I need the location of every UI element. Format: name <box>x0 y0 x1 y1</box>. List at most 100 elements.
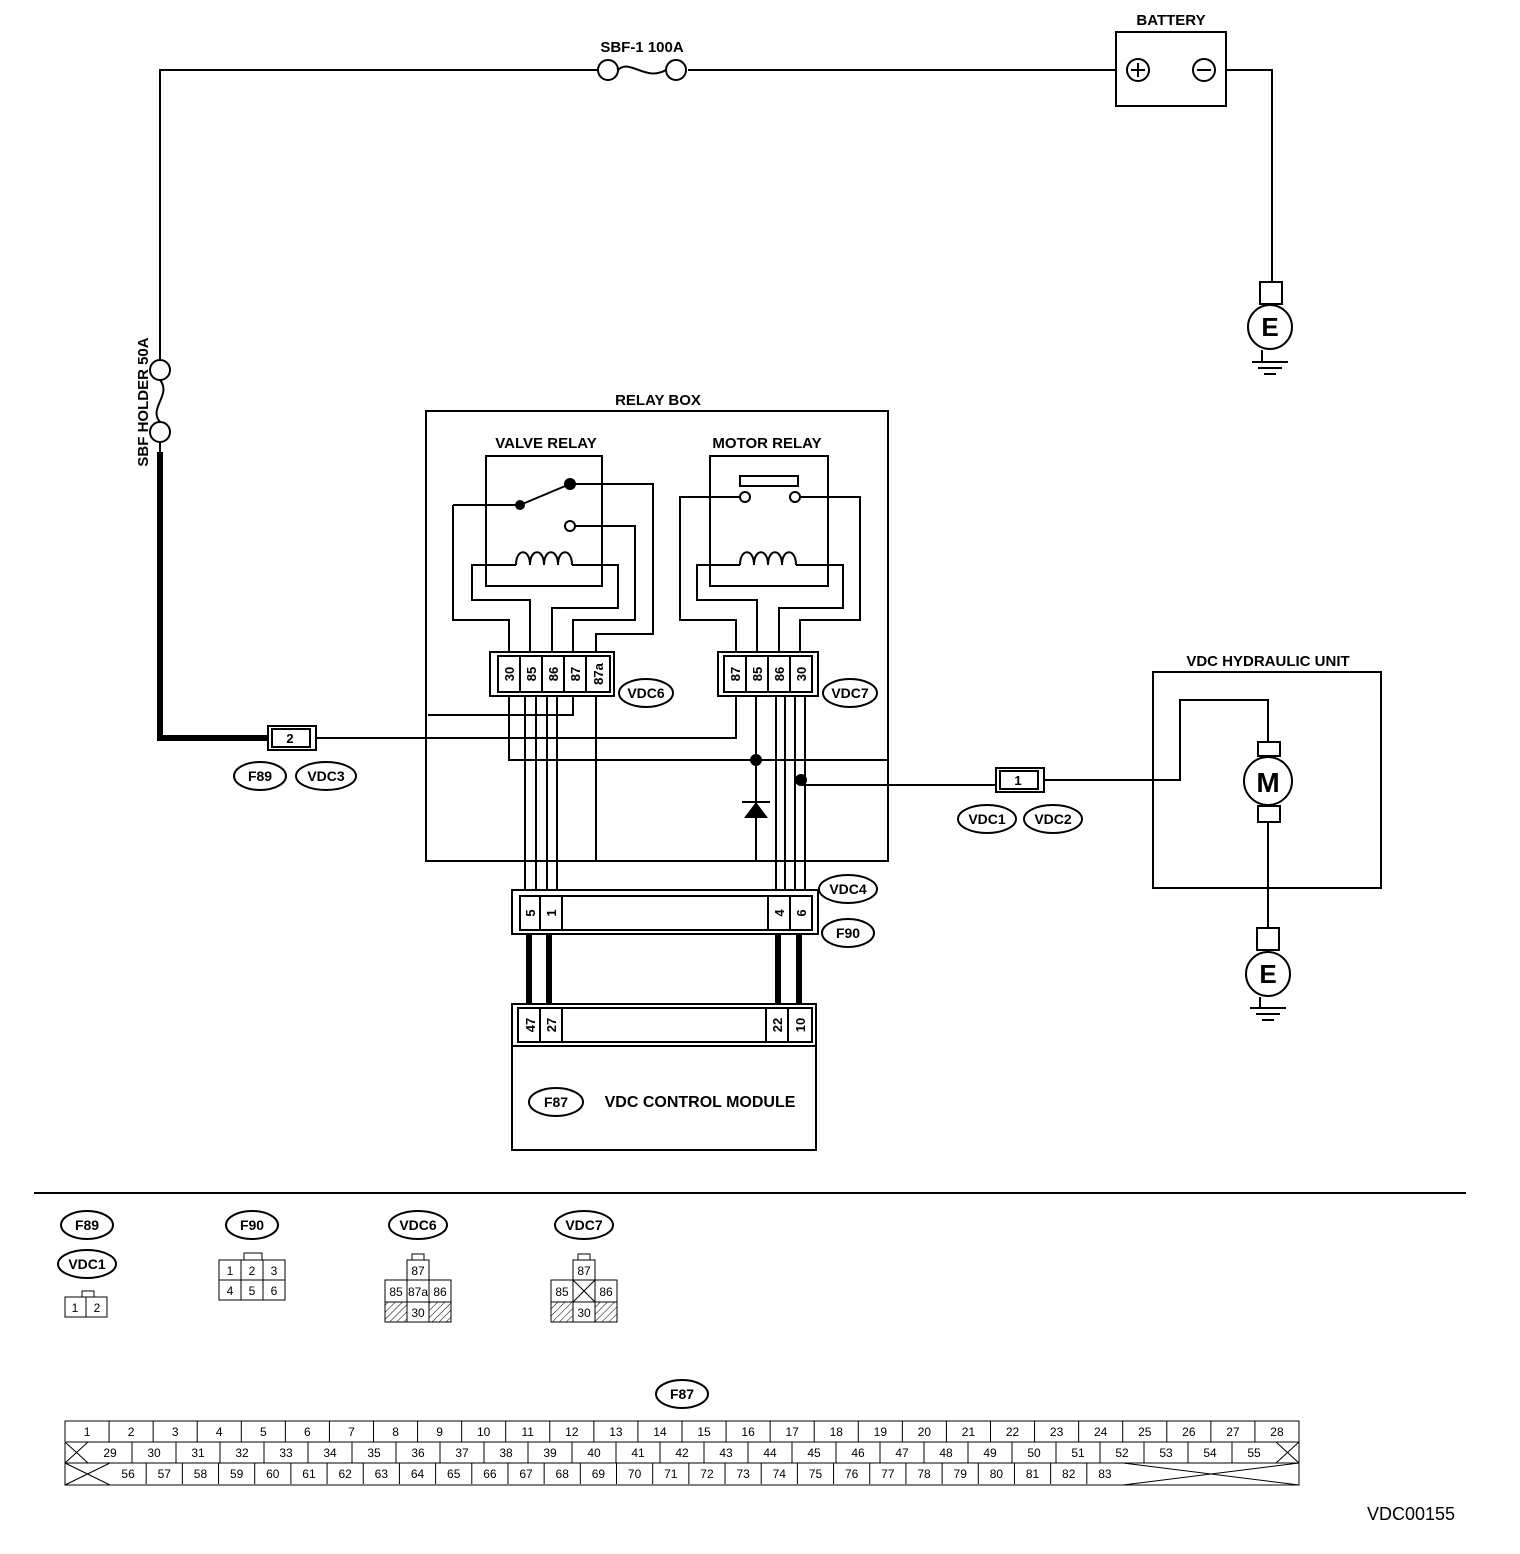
motor-label: M <box>1256 767 1279 798</box>
vdc1-tag: VDC1 <box>968 811 1006 827</box>
relay-box-label: RELAY BOX <box>615 392 701 409</box>
f87-pin-number: 59 <box>230 1467 244 1481</box>
f89-pin: 2 <box>286 731 293 746</box>
legend-pin: 86 <box>599 1285 613 1299</box>
f87-pin-number: 48 <box>939 1446 953 1460</box>
legend-f90: F90 1 2 3 4 5 6 <box>218 1210 286 1301</box>
f87-pin-number: 54 <box>1203 1446 1217 1460</box>
connector-f89: 2 F89 VDC3 <box>233 725 357 791</box>
vdc7-tag: VDC7 <box>831 685 869 701</box>
f87-pin-number: 72 <box>700 1467 714 1481</box>
legend-vdc7: VDC7 87 85 86 30 <box>550 1210 618 1323</box>
fuse-holder: SBF HOLDER 50A <box>135 337 171 467</box>
f87-pin-number: 6 <box>304 1425 311 1439</box>
legend-pin: 85 <box>389 1285 403 1299</box>
f87-pin-number: 66 <box>483 1467 497 1481</box>
motor-relay-label: MOTOR RELAY <box>712 435 821 452</box>
f87-pin-number: 68 <box>556 1467 570 1481</box>
f87-pin-number: 80 <box>990 1467 1004 1481</box>
legend-pin: 87 <box>577 1264 591 1278</box>
f87-pin-number: 17 <box>785 1425 799 1439</box>
f87-pin-number: 71 <box>664 1467 678 1481</box>
f90-tag: F90 <box>836 925 860 941</box>
f87-pin-number: 62 <box>338 1467 352 1481</box>
f87-pin: 10 <box>793 1018 808 1032</box>
connector-vdc7: 87 85 86 30 VDC7 <box>717 651 878 708</box>
valve-relay-label: VALVE RELAY <box>495 435 596 452</box>
f87-pin-number: 32 <box>235 1446 249 1460</box>
f87-pin-number: 83 <box>1098 1467 1112 1481</box>
vdc6-pin: 85 <box>524 667 539 681</box>
f87-pin-number: 44 <box>763 1446 777 1460</box>
ground-top: E <box>1247 281 1293 375</box>
f87-pin-number: 70 <box>628 1467 642 1481</box>
f87-pin-number: 79 <box>954 1467 968 1481</box>
legend-pin: 30 <box>577 1306 591 1320</box>
ground-bottom-label: E <box>1259 959 1276 989</box>
f87-pin-number: 3 <box>172 1425 179 1439</box>
f87-pin-number: 22 <box>1006 1425 1020 1439</box>
vdc6-pin: 87a <box>591 662 606 684</box>
f87-pin-number: 13 <box>609 1425 623 1439</box>
battery-label: BATTERY <box>1136 12 1205 29</box>
f87-pin-number: 67 <box>519 1467 533 1481</box>
vdc6-pin: 30 <box>502 667 517 681</box>
ground-top-label: E <box>1261 312 1278 342</box>
f87-pin-number: 29 <box>103 1446 117 1460</box>
f87-pin-number: 77 <box>881 1467 895 1481</box>
f87-pin-number: 7 <box>348 1425 355 1439</box>
f87-pin-number: 19 <box>874 1425 888 1439</box>
f90-pin: 5 <box>523 909 538 916</box>
legend-f89-vdc1: F89 VDC1 1 2 <box>57 1210 117 1318</box>
coil-icon <box>739 551 797 566</box>
f87-pin-number: 33 <box>279 1446 293 1460</box>
f89-tag: F89 <box>248 768 272 784</box>
f87-pin-number: 1 <box>84 1425 91 1439</box>
legend-pin: 1 <box>227 1264 234 1278</box>
legend-pin: 2 <box>94 1301 101 1315</box>
vdc6-pin: 87 <box>568 667 583 681</box>
f87-pin-number: 12 <box>565 1425 579 1439</box>
f87-pin-number: 34 <box>323 1446 337 1460</box>
connector-vdc1: 1 VDC1 VDC2 <box>957 767 1083 834</box>
control-module-label: VDC CONTROL MODULE <box>605 1094 796 1111</box>
legend-f90-tag: F90 <box>240 1217 264 1233</box>
vdc3-tag: VDC3 <box>307 768 345 784</box>
legend-pin: 4 <box>227 1284 234 1298</box>
f87-pin-number: 82 <box>1062 1467 1076 1481</box>
vdc7-pin: 87 <box>728 667 743 681</box>
f87-pin-number: 27 <box>1226 1425 1240 1439</box>
f87-pin-number: 64 <box>411 1467 425 1481</box>
f87-pin-number: 24 <box>1094 1425 1108 1439</box>
connector-f90: 5 1 4 6 VDC4 F90 <box>511 874 878 948</box>
f87-pin-number: 38 <box>499 1446 513 1460</box>
legend-pin: 30 <box>411 1306 425 1320</box>
f90-pin: 1 <box>544 909 559 916</box>
hydraulic-unit: VDC HYDRAULIC UNIT M <box>1152 653 1382 889</box>
f87-pin-number: 78 <box>917 1467 931 1481</box>
wires <box>157 69 1273 1006</box>
f87-pin-number: 43 <box>719 1446 733 1460</box>
f87-pin-number: 76 <box>845 1467 859 1481</box>
f87-pin: 22 <box>770 1018 785 1032</box>
f87-pin-number: 75 <box>809 1467 823 1481</box>
f87-pin-number: 26 <box>1182 1425 1196 1439</box>
f87-pin-number: 20 <box>918 1425 932 1439</box>
f87-pin-number: 41 <box>631 1446 645 1460</box>
legend-pin: 3 <box>271 1264 278 1278</box>
relay-box: RELAY BOX VALVE RELAY MOTOR RELAY <box>425 392 889 862</box>
legend-pin: 87 <box>411 1264 425 1278</box>
f87-pin-number: 37 <box>455 1446 469 1460</box>
legend-pin: 6 <box>271 1284 278 1298</box>
ground-bottom: E <box>1245 927 1291 1021</box>
doc-id: VDC00155 <box>1367 1504 1455 1524</box>
f87-pin-number: 31 <box>191 1446 205 1460</box>
f87-pin-number: 61 <box>302 1467 316 1481</box>
f87-pin-number: 10 <box>477 1425 491 1439</box>
hydraulic-unit-label: VDC HYDRAULIC UNIT <box>1186 653 1349 670</box>
f87-pin-number: 52 <box>1115 1446 1129 1460</box>
f87-pin: 27 <box>544 1018 559 1032</box>
f87-pin-number: 45 <box>807 1446 821 1460</box>
f87-pin-number: 53 <box>1159 1446 1173 1460</box>
